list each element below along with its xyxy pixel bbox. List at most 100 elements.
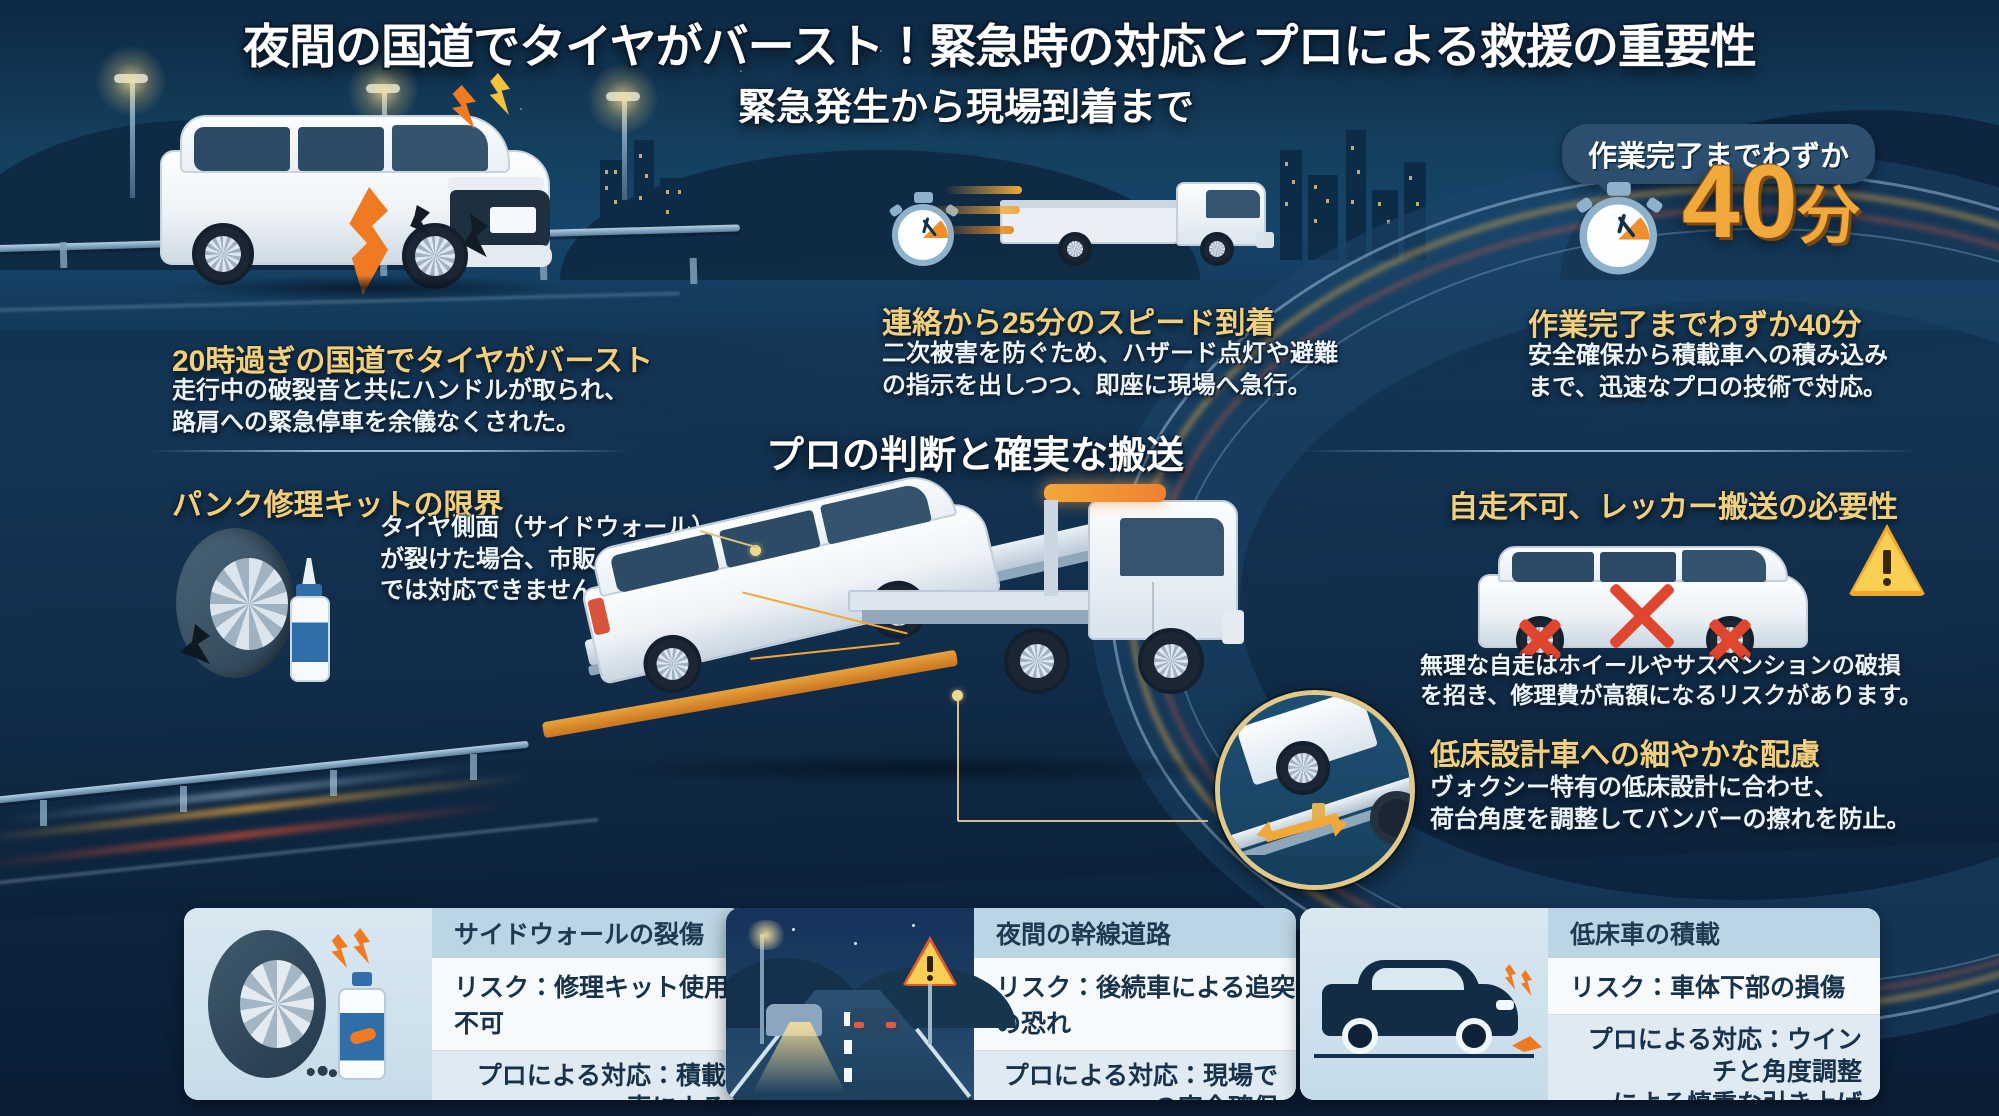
card2-warning-sign [902, 936, 958, 1044]
lowfloor-body: ヴォクシー特有の低床設計に合わせ、 荷台角度を調整してバンパーの擦れを防止。 [1430, 774, 1911, 833]
van-window-front [392, 125, 488, 171]
card1-bottle [336, 972, 388, 1084]
tow-truck-front-wheel [1138, 628, 1204, 694]
card2-center-line [844, 1012, 852, 1096]
card1-tire-rim [240, 960, 314, 1048]
loading-scene-shadow [570, 752, 1270, 786]
stopwatch-icon-arrival [886, 192, 962, 278]
low-floor-magnifier-inset [1215, 690, 1415, 890]
card2-star-2 [854, 942, 857, 945]
truck-bed [1000, 204, 1178, 244]
complete-heading: 作業完了までわずか40分 [1528, 309, 1862, 342]
tow-truck-door-line [1152, 582, 1154, 634]
completion-badge: 作業完了までわずか [1562, 124, 1876, 196]
tire-and-sealant-illustration [176, 528, 376, 688]
divider-right [1300, 450, 1920, 452]
card3-car-headlight [1496, 1000, 1514, 1010]
card-text-block: 低床車の積載 リスク：車体下部の損傷 プロによる対応：ウインチと角度調整 による… [1548, 908, 1880, 1100]
truck-windshield [1206, 190, 1260, 218]
tow-truck-windshield [1120, 518, 1224, 576]
card3-ground [1314, 1054, 1534, 1058]
tow-truck-bumper [1222, 610, 1244, 644]
card3-bolt-1 [1504, 964, 1516, 990]
card1-debris [304, 1066, 338, 1078]
card-title: 低床車の積載 [1548, 908, 1880, 958]
summary-card-night-road[interactable]: 夜間の幹線道路 リスク：後続車による追突の恐れ プロによる対応：現場での安全確保… [726, 908, 1296, 1100]
burst-van-shadow [170, 275, 570, 301]
tow-truck-lightbar [1044, 484, 1166, 502]
no-self-drive-illustration [1470, 528, 1830, 668]
nodrive-heading: 自走不可、レッカー搬送の必要性 [1448, 491, 1898, 524]
card1-bolt-1 [331, 934, 348, 968]
card-title: サイドウォールの裂傷 [432, 908, 744, 958]
card-illustration-night-road [726, 908, 1016, 1100]
warning-triangle-icon [1848, 524, 1926, 596]
card3-bolt-2 [1520, 970, 1532, 996]
tow-truck-illustration [838, 460, 1258, 760]
card3-wheel-front [1456, 1018, 1492, 1054]
van-headlight [448, 177, 544, 190]
card3-scrape-spark [1512, 1036, 1542, 1052]
van-window-mid [298, 127, 384, 171]
lowfloor-heading: 低床設計車への細やかな配慮 [1430, 739, 1820, 772]
arrival-heading: 連絡から25分のスピード到着 [882, 307, 1276, 340]
nodrive-van-window-1 [1512, 552, 1594, 582]
truck-speed-line-1 [944, 186, 1022, 194]
completion-minutes: 40分 [1682, 150, 1860, 254]
tow-truck-deck [848, 590, 1128, 612]
van-bumper [440, 245, 552, 267]
tow-truck-deck-support [862, 610, 1112, 624]
card-illustration-low-car [1300, 908, 1548, 1100]
stopwatch-face-2 [1579, 197, 1657, 275]
card-title: 夜間の幹線道路 [974, 908, 1296, 958]
scene-callout-line-bottom-h [958, 820, 1208, 822]
van-window-rear [194, 127, 290, 171]
repairkit-heading: パンク修理キットの限界 [172, 489, 504, 522]
truck-speed-line-3 [940, 226, 1014, 234]
stopwatch-icon-complete [1572, 182, 1692, 317]
completion-minutes-value: 40 [1682, 144, 1798, 260]
divider-left [150, 450, 630, 452]
inset-truck-wheel [1370, 791, 1410, 845]
scene-callout-dot-top [750, 545, 761, 556]
stopwatch-crown-2 [1607, 182, 1631, 196]
card2-taillight-l [854, 1022, 864, 1028]
inset-car-wheel [1276, 741, 1330, 795]
bottle-cap [296, 584, 322, 598]
card3-wheel-rear [1342, 1018, 1378, 1054]
bottle-nozzle [302, 558, 316, 586]
card-illustration-tire [184, 908, 432, 1100]
van-license-plate [490, 207, 536, 233]
truck-wheel-front [1200, 232, 1234, 266]
card-text-block: サイドウォールの裂傷 リスク：修理キット使用不可 プロによる対応：積載車による … [432, 908, 744, 1100]
card-pro: プロによる対応：積載車による 安全な搬送 [432, 1051, 744, 1100]
truck-speed-line-2 [928, 206, 1020, 214]
summary-card-sidewall[interactable]: サイドウォールの裂傷 リスク：修理キット使用不可 プロによる対応：積載車による … [184, 908, 744, 1100]
card2-lamp-glow [744, 920, 788, 950]
card-risk: リスク：修理キット使用不可 [432, 958, 744, 1051]
truck-bumper [1256, 232, 1274, 248]
nodrive-body: 無理な自走はホイールやサスペンションの破損 を招き、修理費が高額になるリスクがあ… [1420, 652, 1923, 709]
warning-exclamation [1883, 550, 1891, 574]
summary-card-low-floor[interactable]: 低床車の積載 リスク：車体下部の損傷 プロによる対応：ウインチと角度調整 による… [1300, 908, 1880, 1100]
card-risk: リスク：後続車による追突の恐れ [974, 958, 1296, 1051]
card3-car-window [1372, 968, 1464, 990]
card-pro: プロによる対応：現場での安全確保 と迅速な作業 [974, 1051, 1296, 1100]
arrival-body: 二次被害を防ぐため、ハザード点灯や避難 の指示を出しつつ、即座に現場へ急行。 [882, 340, 1338, 399]
card2-taillight-r [886, 1022, 896, 1028]
card2-lamp-pole [760, 934, 764, 1044]
card2-star-1 [792, 928, 795, 931]
nodrive-van-window-3 [1682, 550, 1766, 582]
card-pro: プロによる対応：ウインチと角度調整 による慎重な引き上げ [1548, 1015, 1880, 1100]
burst-body: 走行中の破裂音と共にハンドルが取られ、 路肩への緊急停車を余儀なくされた。 [172, 377, 629, 436]
scene-callout-dot-bottom [952, 690, 963, 701]
summary-cards-row: サイドウォールの裂傷 リスク：修理キット使用不可 プロによる対応：積載車による … [0, 908, 1999, 1108]
truck-bed-rail [1000, 200, 1178, 208]
tow-truck-enroute-illustration [928, 170, 1280, 280]
scene-callout-line-bottom-v [957, 701, 959, 821]
burst-van-illustration [150, 73, 570, 295]
warning-exclamation-dot [1883, 578, 1891, 586]
truck-wheel-rear [1058, 232, 1092, 266]
inset-ground [1220, 855, 1410, 885]
